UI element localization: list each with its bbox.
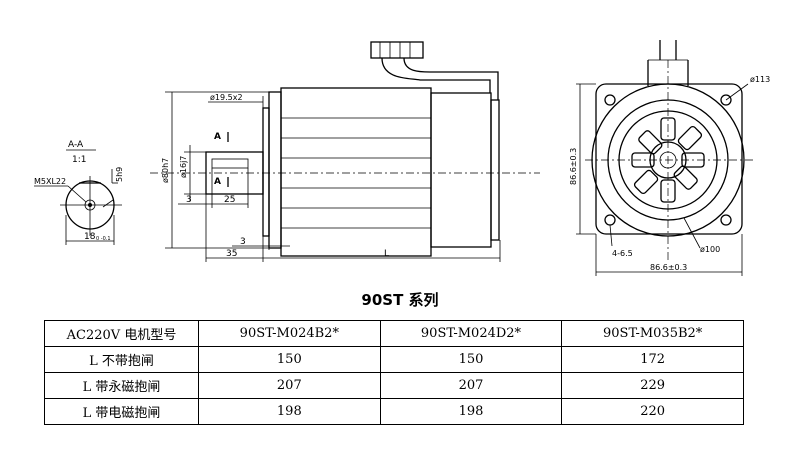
inner-dia-dim: ø100 — [700, 245, 720, 254]
header-cell: 90ST-M024D2* — [379, 320, 563, 347]
table-cell: 229 — [561, 372, 744, 399]
face-width-dim: 86.6±0.3 — [650, 263, 687, 272]
section-mark-bottom: A — [214, 177, 221, 187]
table-header-row: AC220V 电机型号 90ST-M024B2* 90ST-M024D2* 90… — [44, 320, 744, 347]
side-view: A A ø19.5x2 ø80h7 ø16j7 3 25 3 35 L — [150, 41, 540, 262]
series-title: 90ST 系列 — [361, 291, 439, 309]
flange-step-dim: ø19.5x2 — [210, 93, 243, 102]
header-cell: 90ST-M035B2* — [561, 320, 744, 347]
header-cell: 90ST-M024B2* — [198, 320, 381, 347]
spec-table: AC220V 电机型号 90ST-M024B2* 90ST-M024D2* 90… — [44, 320, 744, 425]
flange-thickness-dim: 3 — [240, 237, 246, 247]
table-cell: 150 — [379, 346, 563, 373]
pilot-dia-dim: ø80h7 — [161, 158, 170, 183]
shaft-dia-dim: ø16j7 — [179, 156, 188, 178]
pcd-dim: ø113 — [750, 75, 770, 84]
row-label: L 带电磁抱闸 — [44, 398, 199, 425]
front-view: ø113 86.6±0.3 86.6±0.3 4-6.5 ø100 — [569, 40, 770, 276]
section-scale: 1:1 — [72, 155, 86, 165]
table-cell: 172 — [561, 346, 744, 373]
table-cell: 198 — [198, 398, 381, 425]
section-label: A-A — [68, 140, 84, 150]
table-cell: 198 — [379, 398, 563, 425]
table-cell: 207 — [198, 372, 381, 399]
body-length-dim: L — [384, 249, 389, 259]
shaft-width-tol: 0 -0.1 — [96, 236, 111, 242]
table-row: L 不带抱闸 150 150 172 — [44, 346, 744, 373]
shaft-width-dim: 18 — [84, 232, 96, 242]
key-length-dim: 25 — [224, 195, 235, 205]
table-row: L 带永磁抱闸 207 207 229 — [44, 372, 744, 399]
row-label: L 带永磁抱闸 — [44, 372, 199, 399]
shaft-length-dim: 35 — [226, 249, 237, 259]
thread-label: M5XL22 — [34, 177, 66, 186]
table-row: L 带电磁抱闸 198 198 220 — [44, 398, 744, 425]
table-cell: 150 — [198, 346, 381, 373]
face-height-dim: 86.6±0.3 — [569, 148, 578, 185]
table-cell: 220 — [561, 398, 744, 425]
bolt-holes-dim: 4-6.5 — [612, 249, 633, 258]
key-offset-dim: 3 — [186, 195, 192, 205]
motor-dimension-drawing: A-A 1:1 M5XL22 5h9 18 0 -0.1 — [34, 40, 770, 276]
row-label: L 不带抱闸 — [44, 346, 199, 373]
section-mark-top: A — [214, 132, 221, 142]
header-cell: AC220V 电机型号 — [44, 320, 199, 347]
table-cell: 207 — [379, 372, 563, 399]
section-view-a-a: A-A 1:1 M5XL22 5h9 18 0 -0.1 — [34, 140, 124, 245]
key-height-dim: 5h9 — [115, 167, 124, 182]
